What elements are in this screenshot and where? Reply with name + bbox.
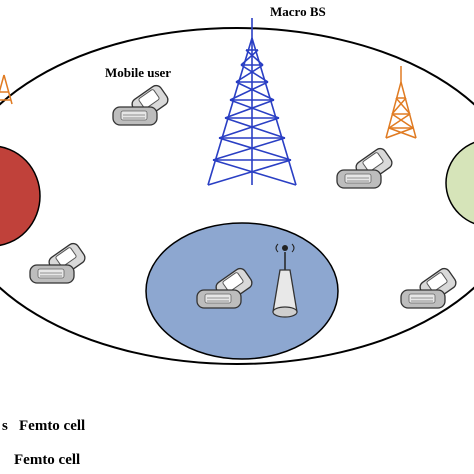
femto-cell-green (445, 141, 474, 225)
mobile-phone-icon (336, 145, 395, 189)
legend: s Femto cell Femto cell (2, 418, 85, 468)
mobile-phone-icon (29, 240, 88, 284)
legend-item-femto-cell: Femto cell (14, 452, 80, 468)
macro-cell-area (0, 27, 474, 365)
legend-item-femto-cell: Femto cell (19, 418, 85, 434)
small-tower-icon (385, 66, 417, 139)
femto-cell-red (0, 145, 41, 247)
mobile-phone-icon (400, 265, 459, 309)
mobile-user-label: Mobile user (105, 65, 171, 80)
macro-tower-icon (207, 18, 297, 186)
mobile-phone-icon (112, 82, 171, 126)
macro-bs-label: Macro BS (270, 4, 326, 19)
femto-bs-icon (272, 243, 298, 318)
small-tower-icon (0, 74, 13, 105)
legend-marker: s (2, 418, 8, 434)
